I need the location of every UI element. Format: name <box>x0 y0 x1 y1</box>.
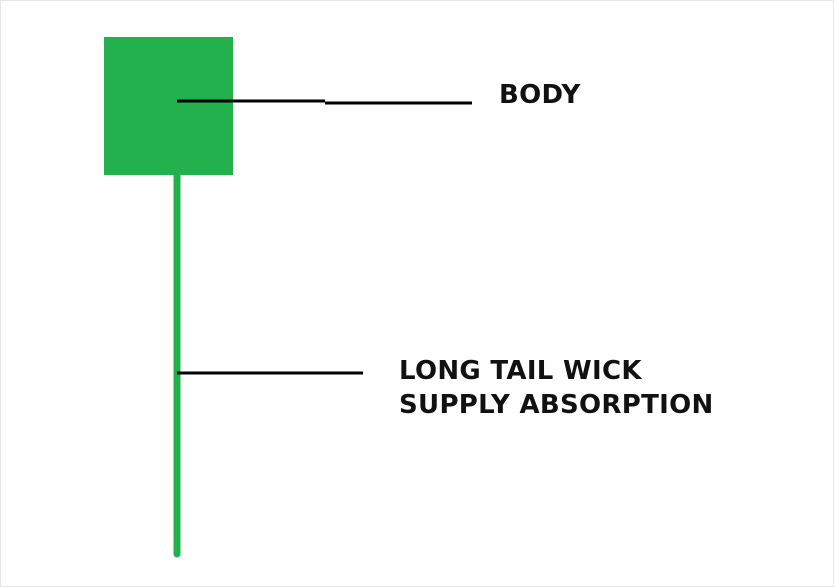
candle-body <box>104 37 233 175</box>
wick-label: LONG TAIL WICK SUPPLY ABSORPTION <box>399 354 714 422</box>
wick-label-line-2: SUPPLY ABSORPTION <box>399 390 714 420</box>
body-label: BODY <box>499 80 581 110</box>
wick-label-line-1: LONG TAIL WICK <box>399 356 642 386</box>
